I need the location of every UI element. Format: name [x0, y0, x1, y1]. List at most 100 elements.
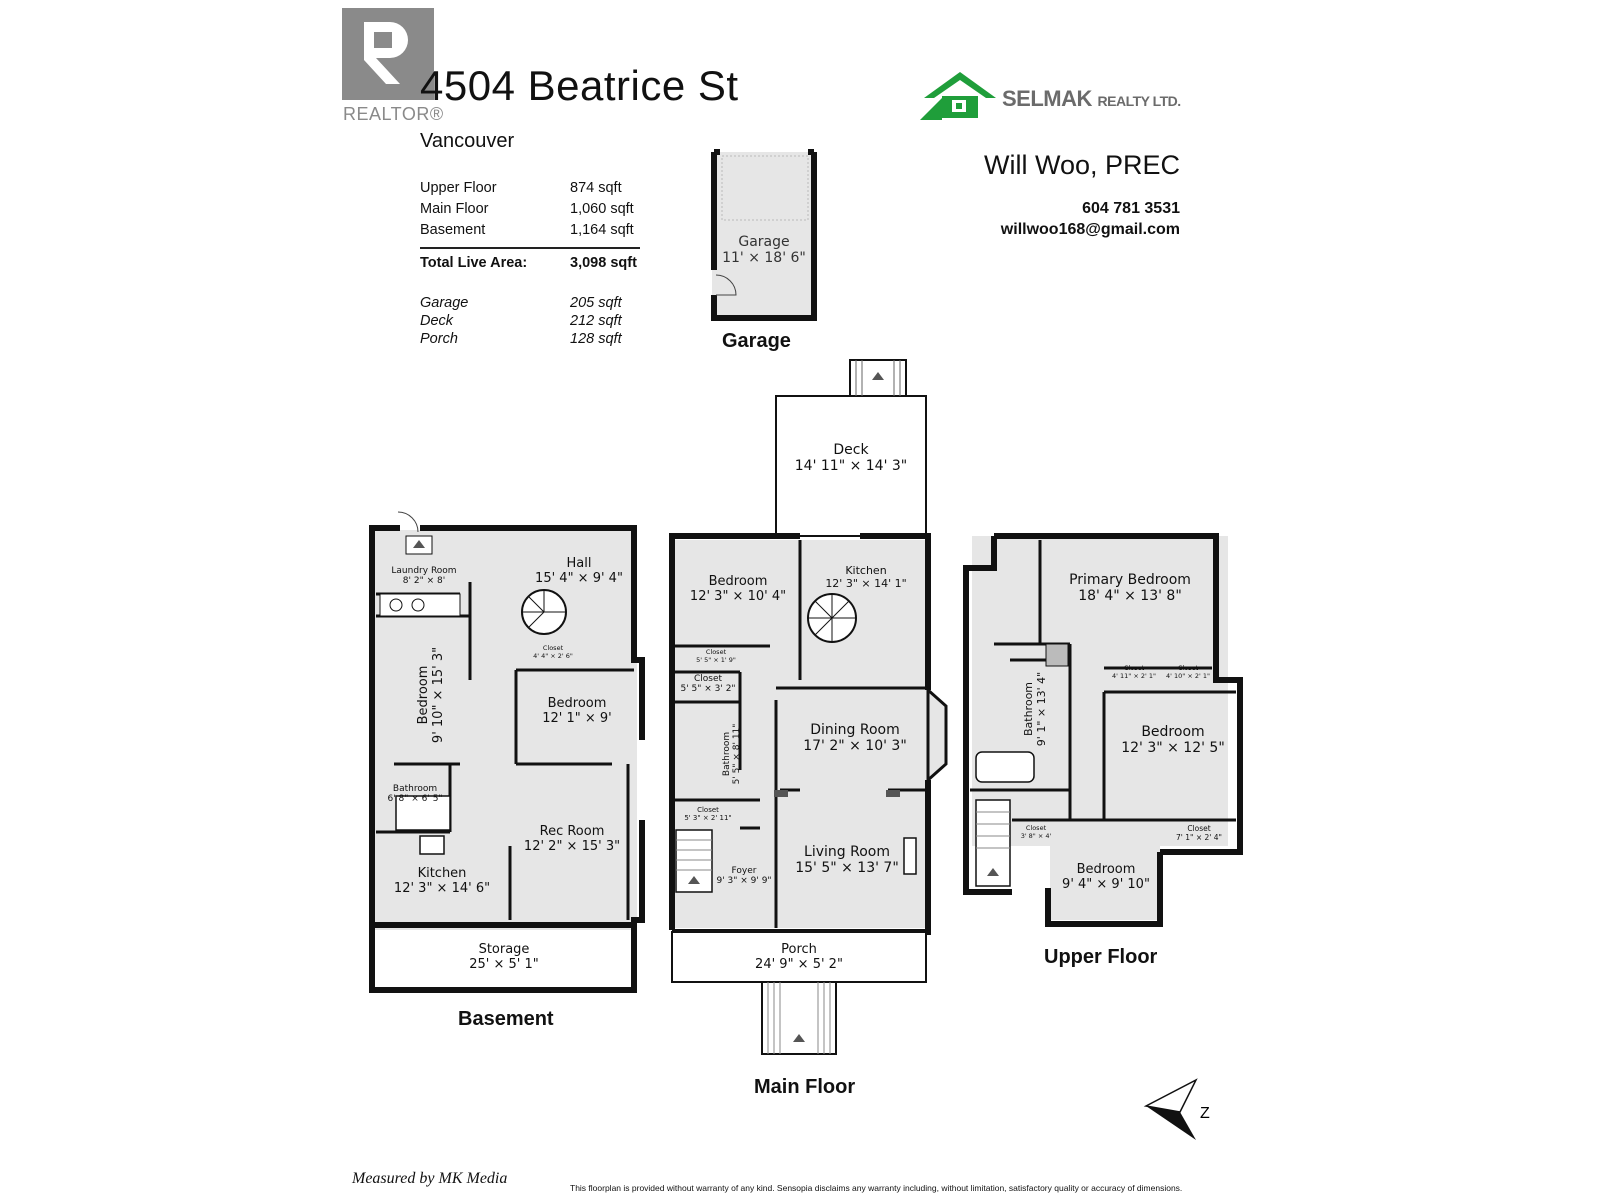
room-name: Garage: [738, 234, 790, 250]
room-divider-marker: [886, 790, 900, 797]
basement-exit-arrow-icon: [413, 540, 425, 548]
room-name: Deck: [833, 442, 869, 458]
room-name: Bedroom: [547, 696, 607, 711]
area-value: 205 sqft: [570, 295, 622, 311]
room-name: Closet: [697, 806, 719, 814]
room-name: Kitchen: [845, 564, 887, 577]
room-name: Closet: [1123, 664, 1145, 672]
room-dim: 8' 2" × 8': [402, 576, 446, 586]
room-dim: 5' 3" × 2' 11": [684, 814, 732, 822]
room-dim: 25' × 5' 1": [469, 957, 539, 972]
upper-stair-treads: [976, 811, 1010, 849]
room-dim: 5' 5" × 1' 9": [696, 656, 736, 664]
room-dim: 5' 5" × 3' 2": [680, 684, 736, 694]
room-dim: 15' 4" × 9' 4": [535, 571, 623, 586]
room-name: Kitchen: [417, 866, 467, 881]
city-label: Vancouver: [420, 130, 515, 152]
room-dim: 18' 4" × 13' 8": [1078, 588, 1182, 604]
area-label: Porch: [420, 331, 458, 347]
realtor-r-icon: [364, 22, 408, 84]
realtor-logo-letter: [360, 18, 410, 88]
deck-outline: [775, 395, 927, 537]
room-dim: 12' 2" × 15' 3": [523, 839, 621, 854]
room-name: Closet: [705, 648, 727, 656]
laundry-machines: [379, 593, 461, 617]
dryer-icon: [411, 598, 425, 612]
floor-label-garage: Garage: [722, 330, 791, 352]
basement-door-swing: [397, 511, 419, 533]
room-name: Bedroom: [1141, 724, 1205, 740]
brokerage-name: SELMAK REALTY LTD.: [1002, 86, 1181, 112]
agent-name: Will Woo, PREC: [983, 150, 1180, 180]
area-value: 1,060 sqft: [570, 201, 634, 217]
upper-stair-arrow-icon: [987, 868, 999, 876]
room-dim: 7' 1" × 2' 4": [1176, 833, 1222, 842]
north-arrow-icon: Z: [1143, 1078, 1210, 1140]
agent-phone: 604 781 3531: [1082, 200, 1180, 217]
area-label: Main Floor: [420, 201, 489, 217]
room-name: Storage: [478, 942, 530, 957]
room-dim: 9' 3" × 9' 9": [716, 876, 772, 886]
bay-window: [926, 686, 948, 784]
room-dim: 24' 9" × 5' 2": [755, 957, 843, 972]
main-interior-walls: [672, 540, 928, 928]
upper-floor-lower: [1050, 820, 1160, 920]
room-name: Bathroom: [392, 784, 438, 794]
room-name: Living Room: [804, 844, 890, 860]
fireplace-icon: [903, 837, 917, 875]
room-name: Hall: [566, 556, 592, 571]
basement-walls: [369, 525, 645, 993]
area-row-garage: Garage 205 sqft: [420, 294, 640, 312]
realtor-logo-text: REALTOR®: [343, 104, 444, 124]
basement-sink-icon: [419, 835, 445, 855]
room-name: Foyer: [731, 866, 757, 876]
main-stair-treads: [676, 839, 712, 871]
room-divider-marker: [774, 790, 788, 797]
floor-label-upper: Upper Floor: [1044, 946, 1158, 968]
room-name: Porch: [781, 942, 817, 957]
spiral-stair-treads: [808, 594, 856, 642]
room-name: Closet: [693, 674, 723, 684]
area-row-main: Main Floor 1,060 sqft: [420, 199, 640, 220]
room-name: Closet: [542, 644, 564, 652]
upper-floor-walls: [963, 533, 1243, 927]
room-name: Primary Bedroom: [1069, 572, 1191, 588]
upper-bathtub-icon: [975, 751, 1035, 783]
brokerage-suffix: REALTY LTD.: [1097, 93, 1182, 109]
area-label: Garage: [420, 295, 469, 311]
room-name: Rec Room: [539, 824, 605, 839]
porch-outline: [671, 931, 927, 983]
room-name: Closet: [1025, 824, 1047, 832]
room-dim: 5' 5" × 8' 11": [732, 723, 742, 785]
agent-email: willwoo168@gmail.com: [1000, 221, 1180, 238]
room-dim: 6' 8" × 6' 5": [387, 794, 443, 804]
room-dim: 4' 11" × 2' 1": [1112, 672, 1156, 680]
